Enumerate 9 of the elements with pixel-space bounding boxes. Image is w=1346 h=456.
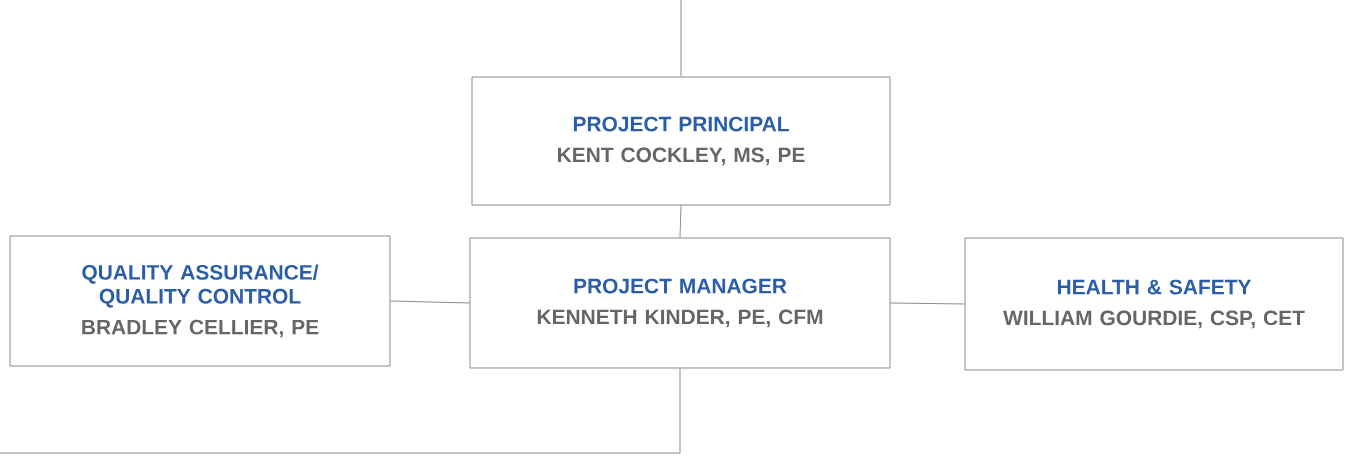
org-box: QUALITY ASSURANCE/ QUALITY CONTROL BRADLEY CELLIER, PE [9,235,391,367]
org-box: PROJECT MANAGER KENNETH KINDER, PE, CFM [469,237,891,369]
connector-line [679,205,682,238]
org-box: PROJECT PRINCIPAL KENT COCKLEY, MS, PE [471,76,891,206]
connector-line [390,300,470,304]
org-box: HEALTH & SAFETY WILLIAM GOURDIE, CSP, CET [964,237,1344,371]
connector-line [680,0,682,77]
connector-line [890,302,965,305]
connector-line [0,368,681,454]
